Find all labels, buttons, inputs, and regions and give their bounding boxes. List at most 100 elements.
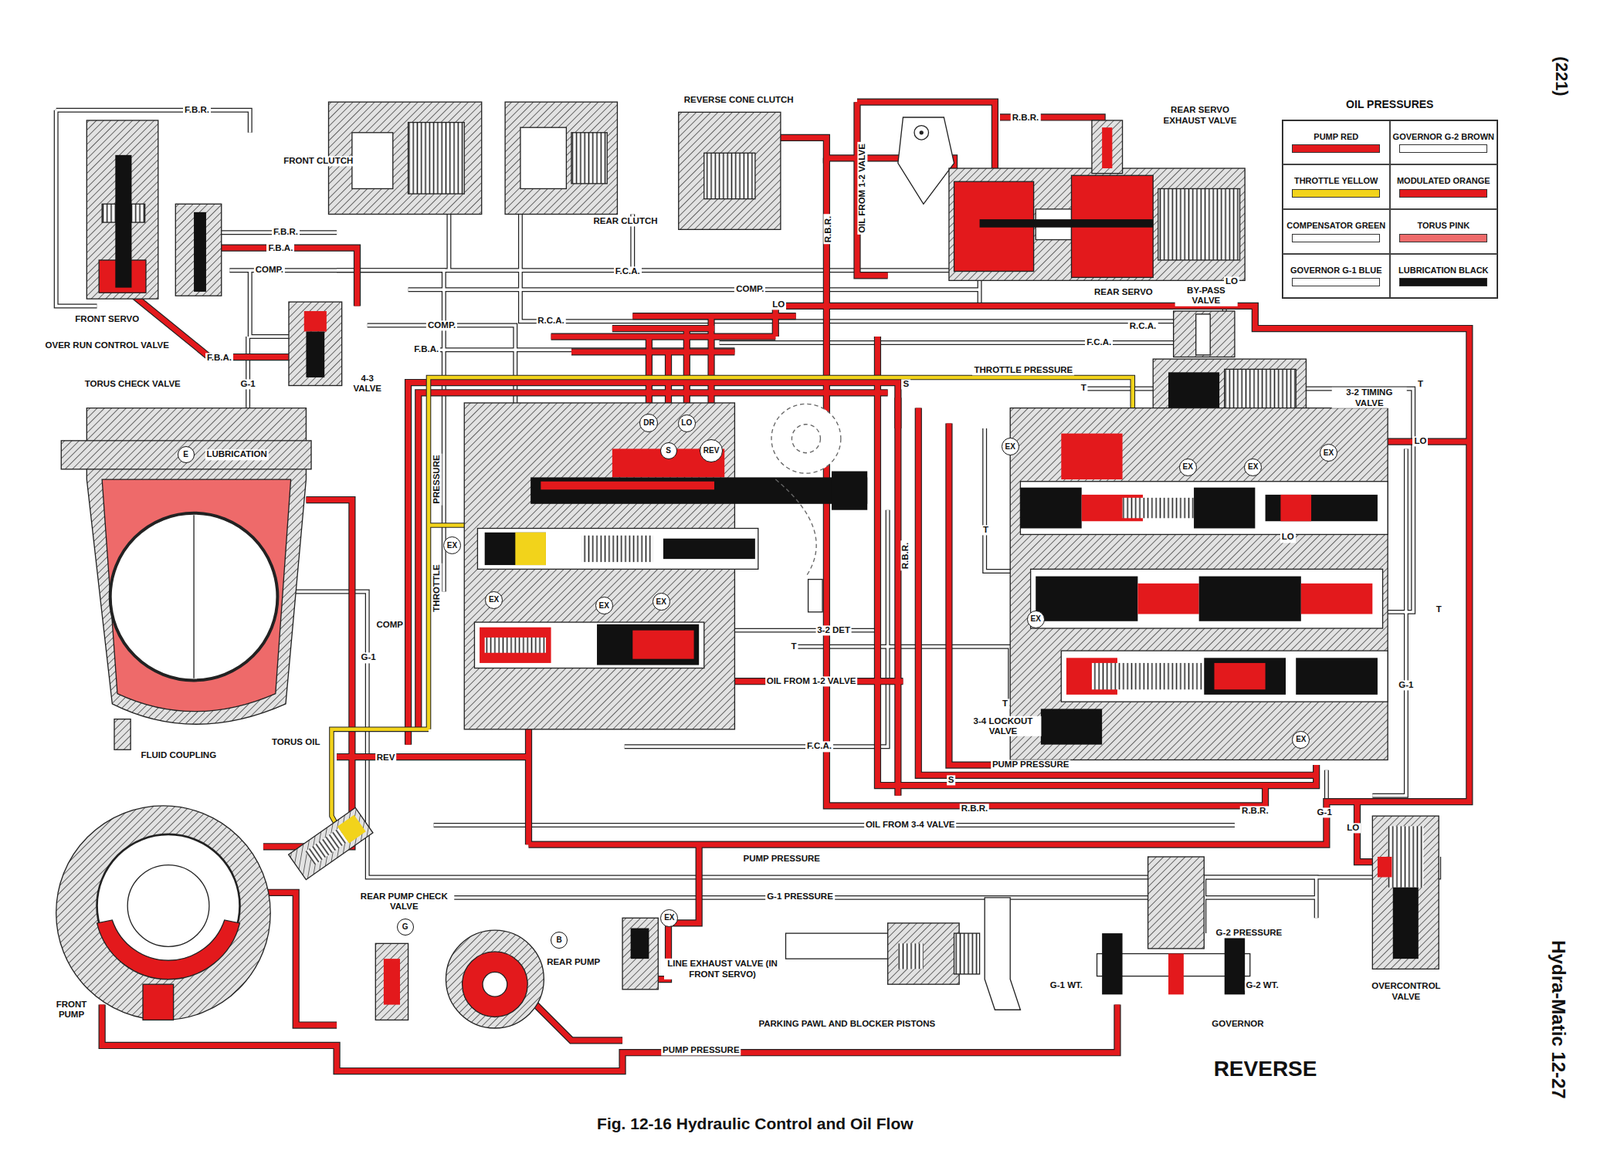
oil-line: [101, 101, 1470, 1072]
legend-swatch: [1291, 189, 1380, 198]
part-label: G-1: [1315, 808, 1334, 819]
part-label: PUMP PRESSURE: [990, 759, 1071, 770]
part-label: REAR SERVO: [1092, 288, 1155, 299]
part-label: T: [789, 641, 799, 652]
part-label: PRESSURE: [431, 453, 442, 506]
front-servo: [115, 155, 132, 289]
legend-swatch: [1291, 233, 1380, 243]
port-circle: EX: [1027, 610, 1045, 629]
port-letter: EX: [656, 598, 667, 607]
legend-text: GOVERNOR G-2 BROWN: [1393, 132, 1495, 143]
legend-cell: TORUS PINK: [1389, 209, 1498, 255]
fluid-coupling: [61, 440, 312, 470]
part-label: OVERCONTROL VALVE: [1367, 981, 1445, 1002]
parking-pawl: [786, 898, 1021, 1011]
part-label: FLUID COUPLING: [138, 751, 218, 762]
part-label: REAR PUMP CHECK VALVE: [354, 891, 455, 912]
servo-lever: [898, 117, 955, 204]
port-letter: EX: [1295, 735, 1306, 744]
port-circle: EX: [1001, 437, 1020, 456]
part-label: THROTTLE: [431, 563, 442, 614]
four-three-valve: [288, 301, 343, 386]
clutch: [571, 132, 607, 184]
port-letter: EX: [488, 596, 499, 604]
port-circle: G: [396, 918, 414, 936]
fluid-coupling: [61, 408, 312, 751]
oil-line: [56, 110, 1440, 934]
valve-body: [831, 471, 868, 511]
part-label: R.B.R.: [1010, 113, 1041, 124]
legend-cell: LUBRICATION BLACK: [1389, 254, 1498, 299]
legend-swatch: [1399, 233, 1488, 243]
port-letter: EX: [1030, 615, 1041, 624]
front-pump: [142, 984, 174, 1021]
part-label: COMP.: [426, 320, 458, 331]
legend-swatch: [1291, 277, 1380, 287]
port-letter: EX: [599, 602, 610, 611]
bypass-valve: [1173, 311, 1235, 357]
legend-text: PUMP RED: [1313, 132, 1359, 143]
part-label: R.B.R.: [959, 803, 990, 814]
overcontrol-valve: [1372, 816, 1439, 970]
valve-body: [1020, 481, 1388, 536]
oil-line: [56, 110, 1440, 934]
valve-body: [581, 535, 654, 563]
valve-body: [1061, 650, 1388, 702]
port-circle: EX: [1319, 444, 1338, 462]
part-label: PUMP PRESSURE: [741, 854, 821, 865]
front-pump: [56, 806, 272, 1021]
part-label: PUMP PRESSURE: [661, 1045, 741, 1056]
part-label: S: [901, 379, 912, 390]
part-label: 3-2 DET: [815, 625, 852, 636]
port-circle: EX: [1244, 458, 1262, 477]
rear-servo: [1158, 188, 1241, 261]
part-label: OVER RUN CONTROL VALVE: [44, 340, 171, 351]
port-circle: LO: [677, 414, 696, 433]
valve-body: [1030, 569, 1384, 629]
valve-body: [540, 481, 715, 491]
part-label: G-2 WT.: [1244, 980, 1281, 991]
front-pump: [127, 865, 210, 948]
front-servo: [86, 120, 159, 299]
legend-text: GOVERNOR G-1 BLUE: [1290, 265, 1383, 276]
port-letter: G: [402, 923, 409, 932]
part-label: S: [946, 775, 956, 786]
legend-swatch: [1399, 277, 1488, 287]
oil-line: [101, 101, 1470, 1072]
bypass-valve: [1152, 311, 1306, 421]
shift-cam: [775, 479, 817, 577]
part-label: REAR CLUTCH: [592, 216, 660, 227]
port-circle: EX: [484, 591, 503, 610]
valve-body: [530, 477, 868, 504]
front-pump: [305, 828, 348, 866]
part-label: REAR PUMP: [545, 958, 602, 969]
part-label: R.B.R.: [1240, 806, 1271, 817]
legend-swatch: [1399, 189, 1488, 198]
valve-body: [1203, 657, 1286, 695]
part-label: Hydra-Matic 12-27: [1547, 939, 1570, 1102]
valve-body: [1122, 498, 1195, 519]
overcontrol-valve: [1393, 888, 1419, 960]
part-label: F.B.A.: [266, 244, 295, 255]
front-pump: [56, 806, 373, 1021]
part-label: G-2 PRESSURE: [1214, 928, 1285, 939]
front-pump: [288, 807, 373, 880]
fluid-coupling: [110, 513, 278, 682]
part-label: 4-3 VALVE: [345, 373, 390, 394]
rear-pump: [482, 972, 508, 997]
legend-text: LUBRICATION BLACK: [1398, 265, 1489, 276]
parking-pawl: [984, 898, 1021, 1011]
part-label: F.C.A.: [1084, 337, 1113, 348]
port-letter: B: [556, 936, 563, 945]
front-pump: [337, 815, 367, 845]
valve-body: [515, 532, 546, 566]
part-label: FRONT CLUTCH: [281, 155, 355, 167]
port-letter: S: [665, 447, 672, 455]
rear-pump: [383, 959, 400, 1005]
valve-body: [1295, 657, 1378, 695]
part-label: LO: [770, 299, 787, 310]
part-label: R.B.R.: [901, 541, 912, 572]
part-label: TORUS OIL: [270, 737, 322, 748]
port-letter: EX: [664, 914, 675, 923]
